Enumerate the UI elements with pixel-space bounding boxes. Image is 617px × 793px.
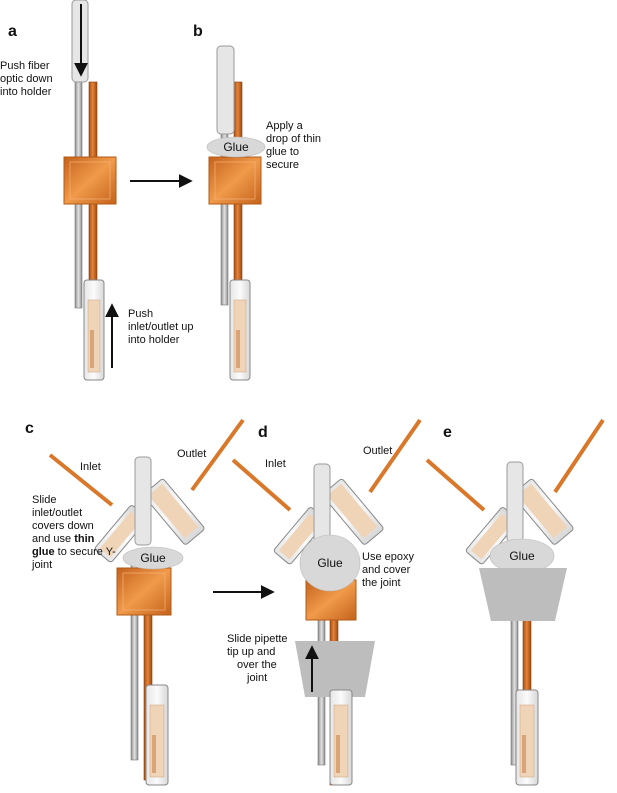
holder-block	[63, 156, 117, 205]
outlet-label: Outlet	[177, 448, 206, 460]
panel-b: b Glue Apply a drop of thin glue to secu…	[193, 23, 324, 381]
holder-bevel	[214, 161, 256, 200]
outlet-copper-line	[190, 418, 245, 492]
panel-letter-b: b	[193, 23, 203, 40]
fiber-optic	[506, 461, 524, 543]
glue-label: Glue	[140, 551, 166, 565]
use-epoxy-label: Use epoxy and cover the joint	[362, 551, 417, 589]
panel-e: e Glue	[425, 418, 605, 786]
panel-letter-a: a	[8, 23, 17, 40]
epoxy-blob	[299, 534, 361, 592]
panel-letter-d: d	[258, 424, 268, 441]
tube-core	[236, 330, 240, 368]
inlet-label: Inlet	[265, 458, 286, 470]
glue-drop	[206, 136, 266, 158]
tube-core	[152, 735, 156, 773]
panel-letter-c: c	[25, 420, 34, 437]
slide-pipette-label: Slide pipette tip up and over the joint	[227, 633, 291, 684]
glue-label: Glue	[223, 140, 249, 154]
holder-bevel	[69, 161, 111, 200]
glue-drop	[122, 546, 184, 570]
panel-d: d Glue Inlet Outlet Use epoxy and cover …	[227, 418, 422, 786]
inlet-label: Inlet	[80, 461, 101, 473]
fiber-optic	[134, 456, 152, 546]
fiber-optic	[216, 45, 235, 135]
panel-a: a Push fiber optic down into holder Push…	[0, 0, 197, 381]
slide-covers-label: Slide inlet/outlet covers down and use t…	[31, 494, 119, 571]
tube-core	[336, 735, 340, 773]
holder-bevel	[122, 572, 166, 611]
panel-letter-e: e	[443, 424, 452, 441]
inlet-copper-line	[48, 453, 114, 507]
outlet-cover	[322, 478, 384, 545]
outlet-copper-line	[553, 418, 605, 494]
outlet-cover	[143, 478, 205, 545]
inlet-copper-line	[231, 458, 292, 512]
panel-c: c Glue Inlet Outlet Slide inlet/ou	[25, 418, 245, 786]
push-inlet-label: Push inlet/outlet up into holder	[128, 308, 197, 346]
holder-block	[116, 567, 172, 616]
apply-drop-label: Apply a drop of thin glue to secure	[266, 120, 324, 171]
inlet-copper-line	[425, 458, 486, 512]
pipette-tip	[479, 568, 567, 621]
outlet-label: Outlet	[363, 445, 392, 457]
outlet-copper-line	[368, 418, 422, 494]
fiber-optic	[313, 463, 331, 545]
tube-core	[522, 735, 526, 773]
tube-core	[90, 330, 94, 368]
pipette-tip	[295, 641, 375, 697]
glue-label: Glue	[509, 549, 535, 563]
push-fiber-label: Push fiber optic down into holder	[0, 60, 56, 98]
holder-block	[208, 156, 262, 205]
glue-label: Glue	[317, 556, 343, 570]
